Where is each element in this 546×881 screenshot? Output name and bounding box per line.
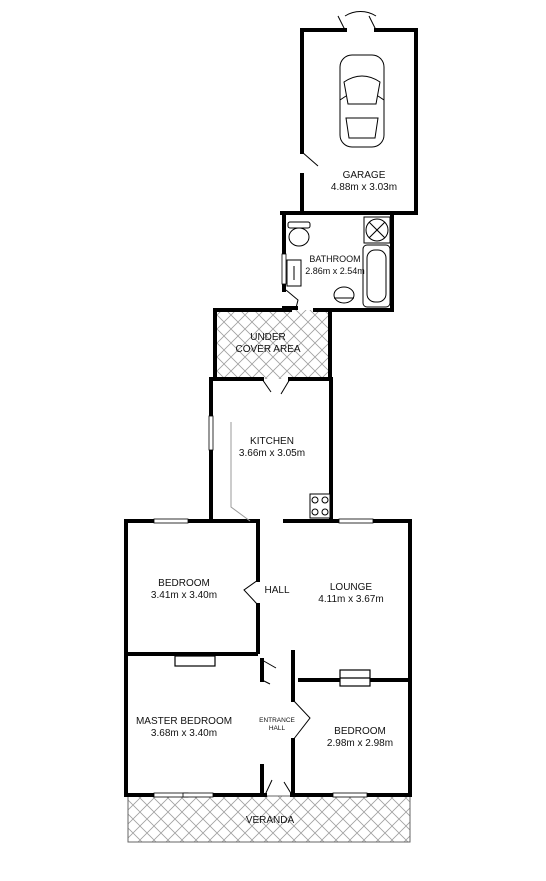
lounge-label: LOUNGE 4.11m x 3.67m: [311, 582, 391, 606]
bathroom-label: BATHROOM 2.86m x 2.54m: [299, 253, 371, 277]
car-icon: [339, 54, 385, 148]
room-dimensions: 4.88m x 3.03m: [330, 182, 398, 193]
kitchen-bench: [230, 422, 251, 522]
room-name-line2: HALL: [268, 725, 286, 732]
bedroom-1-label: BEDROOM 3.41m x 3.40m: [144, 578, 224, 602]
room-dimensions: 2.86m x 2.54m: [305, 266, 365, 276]
room-name: VERANDA: [245, 815, 295, 826]
garage-label: GARAGE 4.88m x 3.03m: [324, 170, 404, 194]
hall-label: HALL: [258, 585, 296, 597]
under-cover-label: UNDER COVER AREA: [226, 332, 310, 356]
room-name: HALL: [264, 585, 290, 596]
shower-icon: [363, 216, 391, 244]
bedroom-2-label: BEDROOM 2.98m x 2.98m: [320, 726, 400, 750]
under-cover-area-floor: [215, 310, 330, 379]
room-name-line1: UNDER: [250, 332, 286, 343]
door-swing-icon: [243, 11, 377, 796]
wardrobe-icon: [174, 655, 371, 687]
walls: [124, 28, 418, 797]
entrance-hall-label: ENTRANCE HALL: [256, 717, 298, 733]
room-name-line1: ENTRANCE: [259, 717, 295, 724]
room-dimensions: 3.68m x 3.40m: [150, 728, 218, 739]
master-bedroom-label: MASTER BEDROOM 3.68m x 3.40m: [134, 716, 234, 740]
room-name: MASTER BEDROOM: [135, 716, 233, 727]
kitchen-label: KITCHEN 3.66m x 3.05m: [232, 436, 312, 460]
room-dimensions: 2.98m x 2.98m: [326, 738, 394, 749]
room-dimensions: 4.11m x 3.67m: [318, 594, 384, 605]
veranda-floor: [127, 795, 411, 843]
room-name-line2: COVER AREA: [235, 344, 301, 355]
veranda-label: VERANDA: [238, 815, 302, 827]
stove-icon: [309, 493, 331, 519]
room-name: GARAGE: [342, 170, 386, 181]
room-name: BATHROOM: [309, 254, 361, 264]
room-name: BEDROOM: [158, 578, 210, 589]
room-name: KITCHEN: [250, 436, 294, 447]
vanity-icon: [286, 259, 302, 287]
room-dimensions: 3.66m x 3.05m: [238, 448, 306, 459]
toilet-icon: [287, 221, 311, 247]
basin-icon: [333, 286, 355, 304]
room-dimensions: 3.41m x 3.40m: [150, 590, 218, 601]
bathtub-icon: [362, 244, 391, 308]
room-name: BEDROOM: [334, 726, 386, 737]
window-icon: [153, 253, 374, 798]
room-name: LOUNGE: [329, 582, 373, 593]
